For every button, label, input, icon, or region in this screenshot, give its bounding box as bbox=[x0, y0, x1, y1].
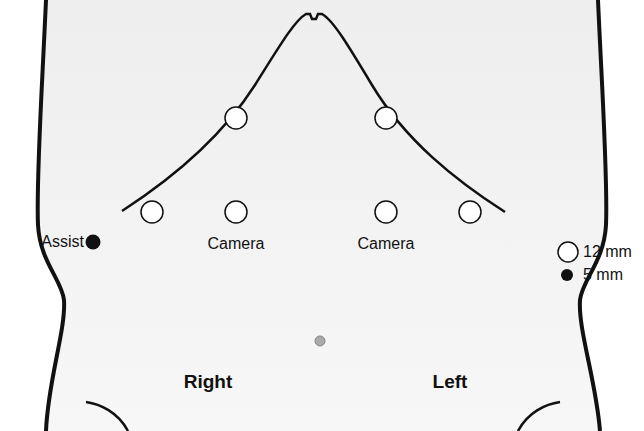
port-12mm bbox=[375, 201, 397, 223]
port-12mm bbox=[141, 201, 163, 223]
port-12mm bbox=[459, 201, 481, 223]
legend-text: 5 mm bbox=[583, 265, 623, 284]
port-label: Camera bbox=[358, 234, 415, 253]
port-12mm bbox=[225, 107, 247, 129]
port-12mm bbox=[225, 201, 247, 223]
torso-outline bbox=[580, 0, 607, 431]
legend-text: 12 mm bbox=[583, 242, 632, 261]
side-label: Left bbox=[433, 371, 468, 394]
torso-outline bbox=[38, 0, 65, 431]
torso-fill bbox=[38, 0, 607, 431]
port-12mm bbox=[375, 107, 397, 129]
port-5mm bbox=[86, 235, 101, 250]
legend-port-12mm bbox=[558, 242, 578, 262]
groin-line bbox=[518, 402, 560, 431]
port-label: Camera bbox=[208, 234, 265, 253]
legend-port-5mm bbox=[561, 269, 573, 281]
umbilicus bbox=[315, 336, 325, 346]
costal-margin bbox=[122, 14, 505, 212]
groin-line bbox=[86, 402, 128, 431]
side-label: Right bbox=[184, 371, 233, 394]
port-label: Assist bbox=[41, 232, 84, 251]
